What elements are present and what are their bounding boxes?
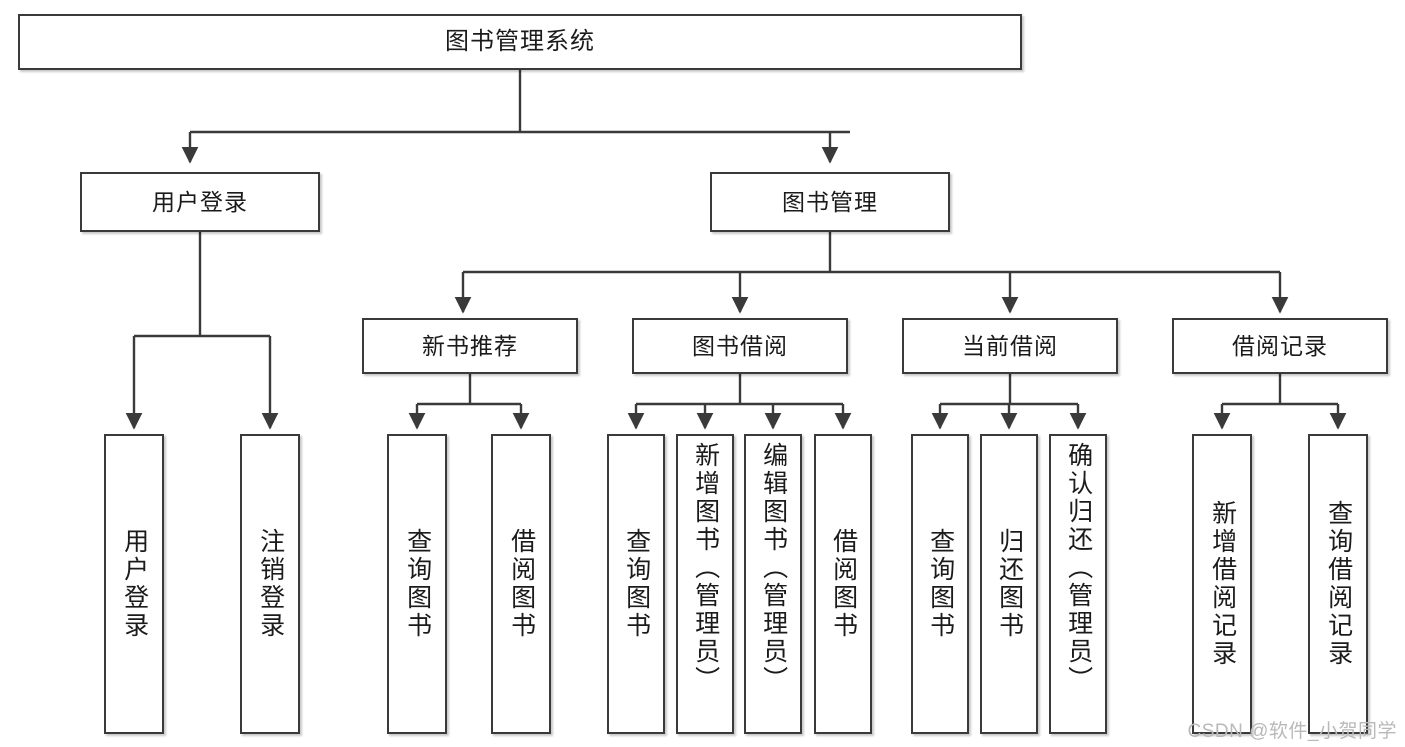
- node-book-management[interactable]: 图书管理: [710, 172, 950, 232]
- leaf-newbook-borrow-book[interactable]: 借阅图书: [491, 434, 551, 734]
- node-new-book-recommend-label: 新书推荐: [422, 332, 518, 359]
- leaf-borrow-lend-book[interactable]: 借阅图书: [814, 434, 872, 734]
- leaf-user-logout[interactable]: 注销登录: [240, 434, 300, 734]
- node-root-system-label: 图书管理系统: [445, 28, 595, 56]
- node-current-borrow-label: 当前借阅: [962, 332, 1058, 359]
- leaf-borrow-query-book-label: 查询图书: [622, 528, 651, 640]
- leaf-record-query-record[interactable]: 查询借阅记录: [1308, 434, 1368, 734]
- leaf-user-logout-label: 注销登录: [256, 528, 285, 640]
- leaf-current-confirm-return[interactable]: 确认归还（管理员）: [1049, 434, 1107, 734]
- node-borrow-record-label: 借阅记录: [1232, 332, 1328, 359]
- leaf-user-login[interactable]: 用户登录: [104, 434, 164, 734]
- leaf-borrow-query-book[interactable]: 查询图书: [607, 434, 665, 734]
- leaf-record-add-record-label: 新增借阅记录: [1208, 500, 1237, 668]
- node-current-borrow[interactable]: 当前借阅: [902, 318, 1118, 374]
- leaf-current-query-book-label: 查询图书: [926, 528, 955, 640]
- leaf-current-return-book-label: 归还图书: [995, 528, 1024, 640]
- node-user-login[interactable]: 用户登录: [80, 172, 320, 232]
- leaf-borrow-edit-book-label: 编辑图书（管理员）: [759, 442, 788, 694]
- leaf-current-return-book[interactable]: 归还图书: [980, 434, 1038, 734]
- leaf-current-query-book[interactable]: 查询图书: [911, 434, 969, 734]
- leaf-newbook-query-book-label: 查询图书: [403, 528, 432, 640]
- leaf-record-query-record-label: 查询借阅记录: [1324, 500, 1353, 668]
- leaf-borrow-add-book-label: 新增图书（管理员）: [691, 442, 720, 694]
- node-new-book-recommend[interactable]: 新书推荐: [362, 318, 578, 374]
- leaf-record-add-record[interactable]: 新增借阅记录: [1192, 434, 1252, 734]
- leaf-borrow-add-book[interactable]: 新增图书（管理员）: [676, 434, 734, 734]
- node-book-borrow-label: 图书借阅: [692, 332, 788, 359]
- watermark-text: CSDN @软件_小贺同学: [1187, 721, 1397, 742]
- node-root-system[interactable]: 图书管理系统: [18, 14, 1022, 70]
- leaf-borrow-edit-book[interactable]: 编辑图书（管理员）: [744, 434, 802, 734]
- node-borrow-record[interactable]: 借阅记录: [1172, 318, 1388, 374]
- node-book-management-label: 图书管理: [782, 188, 878, 215]
- leaf-newbook-borrow-book-label: 借阅图书: [507, 528, 536, 640]
- leaf-user-login-label: 用户登录: [120, 528, 149, 640]
- leaf-borrow-lend-book-label: 借阅图书: [829, 528, 858, 640]
- node-user-login-label: 用户登录: [152, 188, 248, 215]
- node-book-borrow[interactable]: 图书借阅: [632, 318, 848, 374]
- leaf-current-confirm-return-label: 确认归还（管理员）: [1064, 442, 1093, 694]
- leaf-newbook-query-book[interactable]: 查询图书: [387, 434, 447, 734]
